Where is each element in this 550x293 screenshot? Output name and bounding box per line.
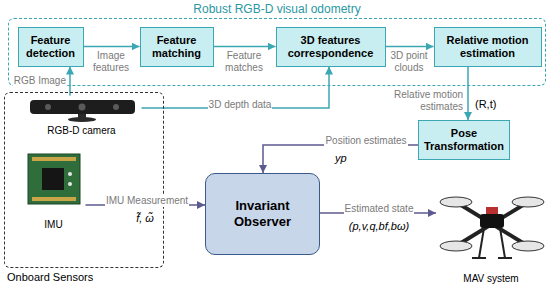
- node-text: MAV system: [463, 273, 518, 286]
- drone-arm: [456, 202, 528, 246]
- edge-label: Position estimates: [324, 135, 407, 147]
- imu-header: [32, 157, 76, 161]
- drone-body: [480, 214, 504, 228]
- connector-arrow: [263, 145, 418, 173]
- camera-node: RGB-D camera: [22, 96, 142, 138]
- camera-base: [68, 117, 96, 122]
- connector-arrow: [214, 46, 276, 48]
- drone-figure: [440, 197, 544, 258]
- edge-label: 3D point clouds: [386, 50, 432, 74]
- connector-arrow: [467, 67, 469, 121]
- camera-lens: [113, 104, 119, 110]
- node-text: Pose Transformation: [422, 127, 506, 153]
- process-box: Relative motion estimation: [434, 27, 542, 67]
- process-box: 3D features correspondence: [276, 27, 386, 67]
- drone-rotor: [512, 197, 544, 207]
- imu-node: IMU: [22, 150, 86, 232]
- node-text: Feature matching: [144, 34, 210, 60]
- node-text: 3D features correspondence: [280, 34, 382, 60]
- edge-label: IMU Measurement: [105, 195, 189, 207]
- rgbd-camera-figure: [30, 100, 135, 122]
- imu-board-figure: [28, 154, 80, 204]
- edge-label-slot: Feature matches: [214, 50, 274, 75]
- edge-label: Image features: [84, 50, 138, 74]
- imu-part: [68, 172, 72, 176]
- signal-label-slot: yp: [334, 148, 364, 166]
- drone-rotor: [440, 241, 472, 251]
- edge-label-slot: 3D point clouds: [386, 50, 432, 75]
- node-text: Feature detection: [22, 34, 80, 60]
- edge-label: Relative motion estimates: [378, 89, 464, 113]
- edge-label: Feature matches: [214, 50, 274, 74]
- node-text: RGB-D camera: [47, 125, 115, 138]
- drone-leg: [500, 228, 505, 258]
- edge-label: Estimated state: [344, 203, 415, 215]
- edge-label: RGB Image: [13, 75, 67, 87]
- imu-part: [68, 182, 72, 186]
- signal-label: yp: [334, 152, 348, 165]
- drone-arm: [456, 202, 528, 246]
- signal-label-slot: f̃, ω̃: [110, 208, 180, 226]
- edge-label-slot: Estimated state: [324, 198, 434, 216]
- node-text: IMU: [44, 219, 62, 232]
- signal-label-slot: (p,v,q,bf,bω): [324, 216, 434, 234]
- signal-label: (R,t): [474, 98, 497, 111]
- node-text: Onboard Sensors: [7, 271, 165, 284]
- process-box: Feature detection: [18, 27, 84, 67]
- node-text: Robust RGB-D visual odometry: [9, 2, 545, 16]
- vehicle-node: MAV system: [436, 186, 546, 286]
- imu-board: [28, 154, 80, 204]
- signal-label-slot: (R,t): [474, 94, 514, 112]
- drone-rotor: [440, 197, 472, 207]
- camera-lens: [45, 104, 51, 110]
- edge-label-slot: 3D depth data: [180, 94, 300, 112]
- sensor-group: Onboard SensorsRGB-D cameraIMU: [4, 92, 164, 268]
- edge-label-slot: RGB Image: [6, 70, 67, 88]
- drone-leg: [479, 228, 484, 258]
- camera-lens: [79, 104, 86, 111]
- process-box: Feature matching: [140, 27, 214, 67]
- imu-header: [32, 197, 76, 201]
- camera-body: [30, 100, 135, 114]
- imu-chip: [42, 168, 64, 190]
- connector-arrow: [386, 46, 434, 48]
- edge-label-slot: Image features: [84, 50, 138, 75]
- connector-arrow: [84, 46, 140, 48]
- node-text: Relative motion estimation: [438, 34, 538, 60]
- drone-skid: [498, 257, 512, 259]
- drone-rotor: [512, 241, 544, 251]
- edge-label-slot: Position estimates: [316, 130, 416, 148]
- signal-label: f̃, ω̃: [135, 212, 155, 225]
- signal-label: (p,v,q,bf,bω): [348, 220, 410, 233]
- edge-label-slot: Relative motion estimates: [378, 89, 464, 114]
- edge-label-slot: IMU Measurement: [92, 190, 202, 208]
- node-text: Invariant Observer: [210, 198, 315, 230]
- process-box: Pose Transformation: [418, 120, 510, 160]
- drone-board: [486, 207, 498, 214]
- drone-skid: [472, 257, 486, 259]
- edge-label: 3D depth data: [208, 99, 273, 111]
- observer-box: Invariant Observer: [205, 173, 320, 255]
